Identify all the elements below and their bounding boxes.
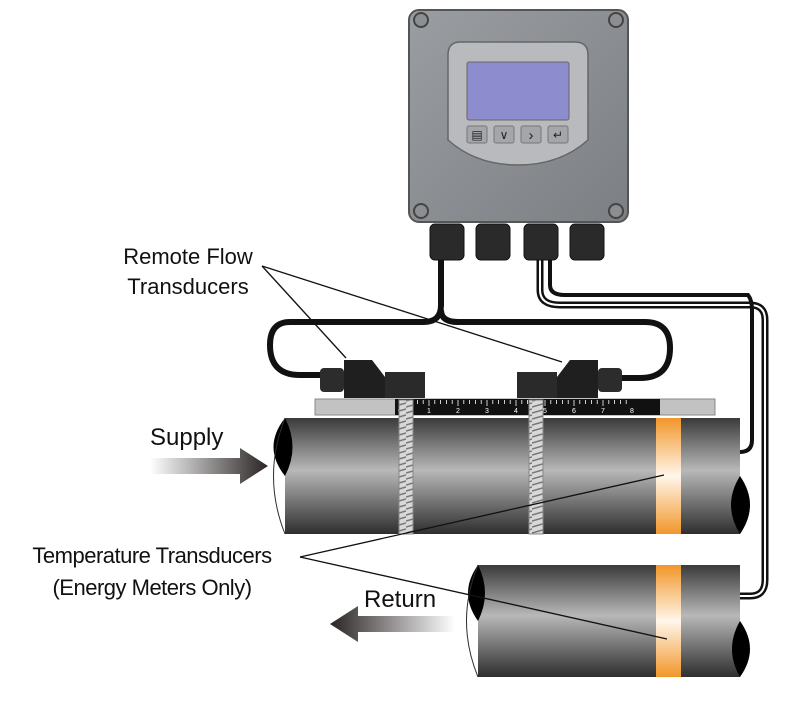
- supply-pipe: 012345678: [273, 398, 750, 535]
- pipe-end-left: [273, 418, 293, 476]
- cable-glands: [429, 223, 605, 261]
- clamp-band: [528, 399, 544, 535]
- screw-icon: [413, 203, 429, 219]
- ruler-tick-label: 1: [427, 408, 431, 415]
- supply-arrow-icon: [150, 448, 268, 484]
- ruler-tick-label: 8: [630, 408, 634, 415]
- label-line: (Energy Meters Only): [52, 575, 252, 600]
- ruler-tick-label: 6: [572, 408, 576, 415]
- pipe-end-right: [731, 476, 750, 534]
- supply-label: Supply: [150, 424, 224, 451]
- enter-button[interactable]: [547, 125, 569, 144]
- menu-icon: ▤: [471, 128, 482, 142]
- chevron-down-icon: ∨: [500, 128, 509, 142]
- pipe-end-right: [732, 621, 750, 677]
- meter-keypad: ▤ ∨ › ↵: [466, 125, 569, 144]
- right-button[interactable]: [520, 125, 542, 144]
- screw-icon: [608, 203, 624, 219]
- remote-flow-transducers-label: Remote Flow Transducers: [108, 242, 268, 302]
- ruler-tick-label: 5: [543, 408, 547, 415]
- chevron-right-icon: ›: [529, 127, 534, 144]
- screw-icon: [413, 12, 429, 28]
- flow-cable: [266, 258, 444, 378]
- temperature-band-return: [656, 565, 681, 677]
- ruler-ticks: 012345678: [398, 400, 634, 415]
- flow-transducer-left: [320, 360, 425, 398]
- ruler-scale: [395, 399, 660, 415]
- flow-transducer-right: [517, 360, 622, 398]
- cables: [266, 258, 769, 600]
- ruler-tick-label: 3: [485, 408, 489, 415]
- cable-gland: [429, 223, 465, 261]
- temp-cable-2: [548, 258, 754, 454]
- temperature-transducers-label: Temperature Transducers (Energy Meters O…: [6, 540, 298, 604]
- enter-icon: ↵: [553, 128, 563, 142]
- clamp-band: [398, 399, 414, 535]
- lcd-display: [466, 61, 570, 121]
- flow-meter: ▤ ∨ › ↵: [408, 9, 629, 261]
- screw-icon: [608, 12, 624, 28]
- leader-lines: [261, 265, 668, 640]
- ruler-tick-label: 4: [514, 408, 518, 415]
- label-line: Temperature Transducers: [32, 543, 272, 568]
- pipe-end-left: [468, 565, 485, 621]
- return-pipe: [466, 564, 750, 678]
- menu-button[interactable]: [466, 125, 488, 144]
- down-button[interactable]: [493, 125, 515, 144]
- flow-cable-right: [438, 309, 674, 381]
- label-line: Remote Flow: [123, 244, 253, 269]
- temp-cable-inner: [539, 258, 766, 597]
- ruler-tick-label: 7: [601, 408, 605, 415]
- cable-gland: [475, 223, 511, 261]
- return-label: Return: [364, 586, 437, 613]
- ruler-tick-label: 2: [456, 408, 460, 415]
- cable-gland: [569, 223, 605, 261]
- return-arrow-icon: [330, 606, 455, 642]
- cable-gland: [523, 223, 559, 261]
- label-line: Transducers: [127, 274, 249, 299]
